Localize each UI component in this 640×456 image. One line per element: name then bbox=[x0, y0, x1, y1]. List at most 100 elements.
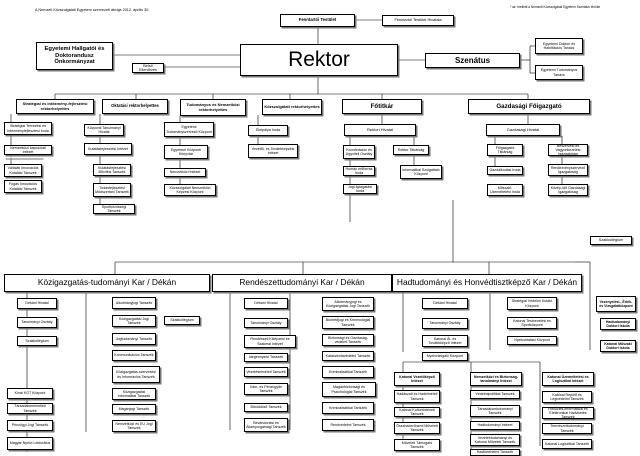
rendesz-left-item: Vám- és Pénzügyőri Tanszék bbox=[244, 383, 288, 395]
kozig-dept: Nemzetközi és EU Jogi Tanszék bbox=[112, 420, 156, 432]
kozig-dept: Közigazgatási Jogi Tanszék bbox=[112, 315, 156, 327]
hallgatoi-onkormanyzat: Egyetemi Hallgatói és Doktorandusz Önkor… bbox=[36, 42, 113, 70]
tudomanyos-tanacs: Egyetemi Tudományos Tanács bbox=[535, 65, 583, 80]
rendesz-dept: Kriminalisztikai Tanszék bbox=[322, 402, 374, 414]
vice-rector-strategic: Stratégiai és intézmény-fejlesztési rekt… bbox=[16, 99, 94, 114]
gazdasagi-item: Gazdálkodási Iroda bbox=[487, 166, 523, 175]
public-service-item: Életpálya Iroda bbox=[248, 125, 288, 136]
hadtud-top-item: Stratégiai Védelmi Kutató Központ bbox=[507, 297, 557, 310]
kozig-left-item: Pénzügyi Jogi Tanszék bbox=[7, 420, 53, 431]
hadtud-top-item: Katonai Ál- és Továbbképző Intézet bbox=[422, 335, 468, 347]
kozig-dept: Kommunikációs Tanszék bbox=[112, 350, 156, 361]
vice-rector-science: Tudományos és Nemzetközi rektorhelyettes bbox=[180, 99, 246, 116]
kozig-dept: Közigazgatási Informatikai Tanszék bbox=[112, 388, 156, 400]
kozig-left-item: Társadalomelméleti Tanszék bbox=[7, 403, 53, 414]
chart-note: A Nemzeti Közszolgálati Egyetem szerveze… bbox=[35, 8, 150, 12]
rendesz-dept: Magánbiztonsági és Pszichológiai Tanszék bbox=[322, 382, 376, 397]
hadtud-col1-item: Hadászati és Hadelméleti Tanszék bbox=[394, 390, 440, 403]
vice-rector-public-service: Közszolgálati rektorhelyettes bbox=[262, 99, 322, 115]
gazdasagi-item: Műszaki-Üzemeltetési Iroda bbox=[487, 184, 523, 196]
hadtud-col1-item: Műveleti Támogató Tanszék bbox=[394, 439, 440, 451]
rendesz-dept: Rendvédelmi Tanszék bbox=[322, 419, 374, 431]
vice-rector-education: Oktatási rektorhelyettes bbox=[102, 99, 168, 114]
gazdasagi-item: Főigazgatói Titkárság bbox=[487, 144, 523, 156]
fotitkar-item: Rektor Titkárság bbox=[393, 145, 429, 155]
kozig-left-item: Szakkollégium bbox=[17, 336, 57, 346]
szenatus-box: Szenátus bbox=[425, 53, 520, 68]
fenntartoi-testulet: Fenntartói Testület bbox=[280, 14, 355, 27]
doktori-tanacs: Egyetemi Doktori és Habilitációs Tanács bbox=[535, 38, 583, 54]
rendesz-left-item: Tanulmányi Osztály bbox=[244, 318, 288, 328]
belso-ellenorzes: Belső Ellenőrzés bbox=[132, 63, 164, 73]
kozig-left-item: Tanulmányi Osztály bbox=[17, 317, 57, 328]
hadtud-col3-item: Katonai Logisztikai Tanszék bbox=[542, 439, 592, 449]
vezenyelesi-kozpont: Vezényelési-, Érték- és Vizsgálatközpont bbox=[596, 296, 636, 312]
science-item: Közszolgálati Nemzetközi Képzési Központ bbox=[164, 184, 216, 196]
hadtud-col3-item: Természettudományi Tanszék bbox=[542, 423, 592, 434]
gazdasagi-hivatal: Gazdasági Hivatal bbox=[486, 124, 560, 136]
kozig-left-item: Kínai KGT Központ bbox=[7, 388, 53, 399]
hadtud-col3-title: Katonai Üzemeltetési és Logisztikai Inté… bbox=[542, 372, 594, 386]
hadtud-col3-item: Hírközlés-informatikai és Elektronikai H… bbox=[542, 407, 594, 419]
rendesz-left-item: Bűnüldöző Tanszék bbox=[244, 403, 288, 412]
rendesz-left-item: Dékáni Hivatal bbox=[244, 298, 288, 309]
fenntartoi-testulet-hivatala: Fenntartói Testület Hivatala bbox=[382, 15, 454, 26]
kozig-left-item: Dékáni Hivatal bbox=[17, 298, 57, 309]
rendesz-left-item: Idegennyelvi Tanszék bbox=[244, 353, 288, 362]
education-item: Kutatásfejlesztési Intézet bbox=[84, 143, 132, 155]
rendesz-dept: Kriminalisztikai Tanszék bbox=[322, 366, 374, 378]
hadtud-col2-item: Hadtudományi Intézet bbox=[470, 421, 520, 430]
kat-muszaki-doktori-iskola: Katonai Műszaki Doktori Iskola bbox=[600, 340, 636, 352]
strategic-item: Nemzetközi kapcsolati Intézet bbox=[4, 145, 52, 155]
kozig-dept: Alkotmányjogi Tanszék bbox=[112, 297, 156, 309]
hadtud-top-item: Katonai Testnevelési és Sportközpont bbox=[507, 317, 557, 329]
hadtud-col1-title: Katonai Vezetőképző Intézet bbox=[394, 372, 440, 386]
kozig-dept: Magánjogi Tanszék bbox=[112, 404, 156, 414]
fotitkar-item: Humán erőforrás Iroda bbox=[343, 166, 375, 176]
hadtud-kar-dekan: Hadtudományi és Honvédtisztképző Kar / D… bbox=[392, 274, 582, 292]
hadtud-col1-item: Összhaderőnemi Műveleti Tanszék bbox=[394, 422, 440, 434]
gazdasagi-item: Közép-Idő Gazdasági Igazgatóság bbox=[548, 184, 588, 196]
hadtud-col2-item: Vezetéstudományi és Katonai Műveleti Tan… bbox=[470, 434, 520, 446]
kozig-left-item: Magyar Nyelvi Lektorátus bbox=[7, 437, 53, 450]
rendesz-szakkollegium: Szakkollégium bbox=[164, 316, 200, 325]
science-item: Egyetemi Tudományszervező Központ bbox=[164, 122, 214, 137]
rendesz-dept: Büntetőjogi és Kriminológiai Tanszék bbox=[322, 316, 374, 329]
public-service-item: Vezetői- és Továbbképzési Intézet bbox=[248, 144, 298, 158]
science-item: Egyetemi Központi Könyvtár bbox=[164, 145, 208, 159]
fotitkar-item: Jogi-igazgatási Iroda bbox=[343, 184, 377, 194]
rendesz-left-item: Vezetéselméleti Tanszék bbox=[244, 367, 288, 377]
kozig-kar-dekan: Közigazgatás-tudományi Kar / Dékán bbox=[4, 274, 210, 292]
rektori-hivatal: Rektori Hivatal bbox=[344, 124, 416, 136]
kozig-dept: Közigazgatás-szervezési és Információs T… bbox=[112, 366, 160, 383]
hadtud-col2-item: Társadalomtudományi Tanszék bbox=[470, 405, 520, 417]
hadtud-col3-item: Katonai Repülő és Légivédelmi Tanszék bbox=[542, 391, 592, 403]
spacer bbox=[4, 157, 42, 158]
rektor-box: Rektor bbox=[240, 44, 398, 76]
hadtud-col2-item: Védelmipolitikai Tanszék bbox=[470, 390, 520, 399]
education-item: Központi Tanulmányi Hivatal bbox=[84, 124, 124, 136]
gazdasagi-item: Beszerzési és Vagyonkezelési Igazgatóság bbox=[548, 144, 588, 156]
rendesz-kar-dekan: Rendészettudományi Kar / Dékán bbox=[212, 274, 392, 292]
strategic-item: Stratégiai Tervezési és Intézményfejlesz… bbox=[4, 122, 52, 135]
hadtud-top-item: Tanulmányi Osztály bbox=[422, 318, 468, 329]
kozig-dept: Jogtudományi Tanszék bbox=[112, 333, 156, 345]
strategic-item: Vállalati Innovációs Kutatási Tanszék bbox=[4, 164, 42, 177]
hadtud-top-item: Nyelvoktatási Központ bbox=[507, 336, 557, 345]
hadtud-col1-item: Katonai Kultúrtörténeti Tanszék bbox=[394, 407, 440, 417]
science-item: Nemzetközi Intézet bbox=[164, 168, 206, 177]
education-item: Tudásfejlesztési Módszertani Tanszék bbox=[93, 183, 131, 197]
szakkollegium-hadtud: Szakkollégium bbox=[590, 236, 632, 245]
hadtud-doktori-iskola: Hadtudományi Doktori Iskola bbox=[600, 318, 636, 330]
rendesz-dept: Katasztrófavédelmi Tanszék bbox=[322, 351, 374, 361]
fotitkar-box: Főtitkár bbox=[342, 99, 422, 114]
rendesz-left-item: Bevándorlási és Állampolgársági Tanszék bbox=[244, 418, 288, 432]
rendesz-dept: Biztonsági és Gazdaság-védelmi Tanszék bbox=[322, 334, 374, 346]
gazdasagi-foigazgato: Gazdasági Főigazgató bbox=[468, 99, 590, 114]
fotitkar-item: Informatikai Szolgáltató Központ bbox=[400, 165, 442, 179]
education-item: Kutatásfejlesztési Bővítési Tanszék bbox=[93, 164, 131, 176]
education-item: Sportközösségi Tanszék bbox=[93, 204, 135, 214]
hadtud-top-item: Dékáni Hivatal bbox=[422, 298, 468, 309]
gazdasagi-item: Rendezvényszervező Igazgatóság bbox=[548, 164, 588, 176]
